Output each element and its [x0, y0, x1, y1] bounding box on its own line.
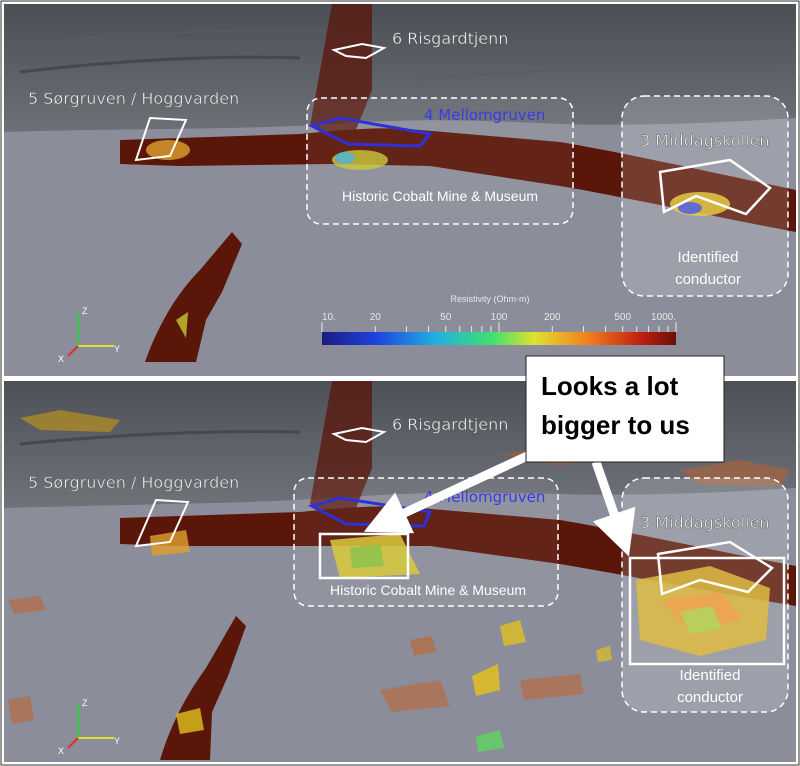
top-risgardtjenn-outline [331, 42, 387, 60]
top-museum-label: Historic Cobalt Mine & Museum [342, 188, 538, 204]
bottom-axis-y: Y [114, 736, 120, 746]
bottom-sorgruven-label: 5 Sørgruven / Hoggvarden [28, 473, 239, 492]
bottom-resistor-band [120, 506, 796, 606]
colorbar-tick-label: 500 [614, 312, 631, 323]
top-risgardtjenn-label: 6 Risgardtjenn [392, 29, 508, 48]
top-museum-box [306, 97, 574, 225]
colorbar-gradient [322, 332, 676, 345]
bottom-mellomgruven-outline [308, 496, 433, 528]
bottom-axis-triad: Z Y X [58, 698, 120, 756]
top-terrain-surface [4, 4, 796, 132]
top-panel: 6 Risgardtjenn 5 Sørgruven / Hoggvarden … [4, 4, 796, 376]
colorbar-tick-label: 50 [440, 312, 452, 323]
callout: Looks a lot bigger to us [363, 355, 725, 557]
top-sorgruven-outline [134, 116, 188, 162]
bottom-middagskollen-outline [656, 540, 774, 596]
bottom-museum-label: Historic Cobalt Mine & Museum [330, 582, 526, 598]
colorbar-title: Resistivity (Ohm-m) [451, 294, 530, 304]
bottom-vertical-intrusion [310, 381, 372, 516]
top-conductor-label-2: conductor [675, 271, 741, 288]
callout-text-2: bigger to us [541, 410, 690, 440]
top-sorgruven-label: 5 Sørgruven / Hoggvarden [28, 89, 239, 108]
bottom-sorgruven-outline [134, 498, 190, 548]
colorbar-tick-label: 10. [322, 312, 336, 323]
top-axis-y: Y [114, 344, 120, 354]
top-conductor-label-1: Identified [678, 249, 739, 266]
colorbar-tick-label: 20 [370, 312, 382, 323]
bottom-museum-highlight-box [318, 532, 410, 580]
top-axis-x: X [58, 354, 64, 364]
colorbar-tick-label: 200 [544, 312, 561, 323]
top-middagskollen-box [621, 95, 789, 297]
top-mellomgruven-outline [307, 116, 433, 148]
top-resistor-band [120, 128, 796, 232]
top-axis-triad: Z Y X [58, 306, 120, 364]
bottom-middagskollen-label: 3 Middagskollen [640, 513, 769, 532]
top-middagskollen-label: 3 Middagskollen [640, 131, 769, 150]
colorbar-tick-label: 1000. [651, 312, 676, 323]
bottom-conductor-label-1: Identified [680, 667, 741, 684]
colorbar: Resistivity (Ohm-m) 10. 20 50 100 200 500 1000… [321, 294, 677, 345]
callout-text-1: Looks a lot [541, 371, 679, 401]
bottom-axis-z: Z [82, 698, 88, 708]
top-axis-z: Z [82, 306, 88, 316]
colorbar-tick-label: 100 [491, 312, 508, 323]
callout-box [525, 355, 725, 463]
bottom-risgardtjenn-outline [331, 426, 387, 444]
callout-arrow-museum [363, 447, 538, 534]
top-vertical-intrusion [310, 4, 372, 138]
bottom-axis-x: X [58, 746, 64, 756]
bottom-middagskollen-box [621, 477, 789, 713]
top-middagskollen-outline [658, 158, 772, 216]
bottom-conductor-label-2: conductor [677, 689, 743, 706]
callout-arrow-conductor [591, 460, 636, 557]
top-lower-dyke [145, 232, 242, 362]
panel-divider [4, 376, 796, 381]
top-mellomgruven-label: 4 Mellomgruven [424, 106, 545, 124]
bottom-museum-box [293, 477, 559, 607]
bottom-risgardtjenn-label: 6 Risgardtjenn [392, 415, 508, 434]
bottom-conductor-highlight-box [628, 556, 786, 666]
